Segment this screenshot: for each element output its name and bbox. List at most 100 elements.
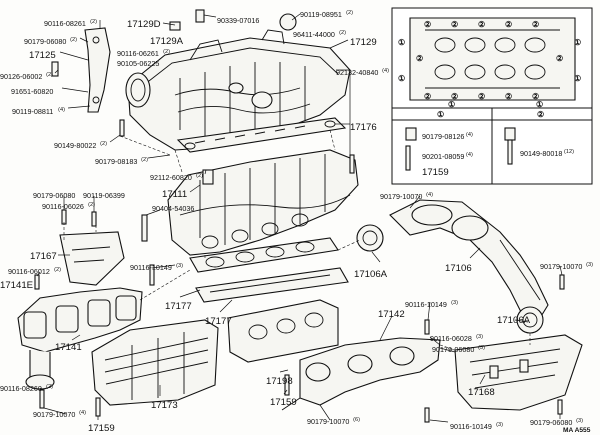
part-number-p90116-06026: 90116-06026 (42, 202, 84, 211)
part-number-p90179-06080a: 90179-06080 (24, 37, 66, 46)
part-number-p90179-10070c: 90179-10070 (33, 410, 75, 419)
part-number-p90119-06399: 90119-06399 (83, 191, 125, 200)
part-number-p90116-08260: 90116-08260 (0, 384, 42, 393)
part-number-p90179-06080c: 90179-06080 (432, 345, 474, 354)
part-number-p90149-80022: 90149-80022 (54, 141, 96, 150)
inset-marker-1-5: ① (536, 100, 543, 109)
part-number-p92132-40840: 92132-40840 (336, 68, 378, 77)
quantity-p90119-08951: (2) (346, 10, 353, 16)
part-number-p17198: 17198 (266, 376, 293, 387)
bracket-17125 (84, 27, 111, 113)
part-number-p17141: 17141 (55, 342, 82, 353)
part-number-p17177a: 17177 (165, 301, 192, 312)
inset-qty-right: (12) (564, 149, 574, 155)
part-number-p90404-54036: 90404-54036 (152, 204, 194, 213)
inset-qty-1: (4) (466, 152, 473, 158)
quantity-p90179-10070b: (3) (586, 262, 593, 268)
heat-shield-17168 (454, 334, 583, 411)
part-number-p17129A: 17129A (150, 36, 184, 47)
inset-marker-2-10: ② (416, 54, 423, 63)
quantity-p90116-06028: (3) (476, 334, 483, 340)
inset-marker-1-3: ① (574, 74, 581, 83)
intake-plenum-17129 (125, 29, 351, 151)
heat-insulator-17173 (91, 319, 219, 406)
inset-marker-2-5: ② (424, 92, 431, 101)
part-number-p17106A-a: 17106A (354, 269, 388, 280)
part-number-p17129D: 17129D (127, 19, 161, 30)
quantity-p90179-10070c: (4) (79, 410, 86, 416)
fasteners (34, 9, 565, 423)
quantity-p90179-08183: (2) (141, 157, 148, 163)
inset-part-2: 17159 (422, 167, 449, 178)
part-number-p17168: 17168 (468, 387, 495, 398)
diagram-code: MA A555 (563, 427, 591, 434)
part-number-p17176: 17176 (350, 122, 377, 133)
part-number-p17106: 17106 (445, 263, 472, 274)
inset-marker-2-0: ② (424, 20, 431, 29)
inset-marker-2-4: ② (532, 20, 539, 29)
quantity-p90179-10070d: (6) (353, 417, 360, 423)
part-number-p90116-10149b: 90116-10149 (405, 300, 447, 309)
quantity-p90116-06261: (2) (163, 49, 170, 55)
part-number-p90339-07016: 90339-07016 (217, 16, 259, 25)
inset-part-right: 90149-80018 (520, 149, 562, 158)
exhaust-pipe-17106 (356, 199, 549, 334)
quantity-p90179-10070a: (4) (426, 192, 433, 198)
part-number-p96411-44000: 96411-44000 (293, 30, 335, 39)
quantity-p90116-10149c: (3) (496, 422, 503, 428)
exhaust-manifold-17141 (17, 287, 143, 390)
part-number-p17159a: 17159 (270, 397, 297, 408)
part-number-p90116-06012: 90116-06012 (8, 267, 50, 276)
part-number-p90116-08261: 90116-08261 (44, 19, 86, 28)
quantity-p90126-06002: (2) (46, 72, 53, 78)
inset-qty-0: (4) (466, 132, 473, 138)
exhaust-gasket-17198 (227, 299, 339, 363)
inset-marker-1-1: ① (398, 74, 405, 83)
quantity-p90179-06080a: (2) (70, 37, 77, 43)
part-number-p90126-06002: 90126-06002 (0, 72, 42, 81)
quantity-p90116-06026: (2) (88, 202, 95, 208)
part-number-p17125: 17125 (29, 50, 56, 61)
inset-marker-2-6: ② (451, 92, 458, 101)
part-number-p90179-08183: 90179-08183 (95, 157, 137, 166)
part-number-p90179-10070a: 90179-10070 (380, 192, 422, 201)
part-number-p17106A-b: 17106A (497, 315, 531, 326)
intake-gasket-17177-lower (195, 267, 349, 303)
inset-marker-2-1: ② (451, 20, 458, 29)
part-number-p90119-08951: 90119-08951 (300, 10, 342, 19)
quantity-p90116-08260: (2) (46, 384, 53, 390)
inset-marker-1-4: ① (448, 100, 455, 109)
part-number-p90179-10070d: 90179-10070 (307, 417, 349, 426)
inset-marker-2-8: ② (505, 92, 512, 101)
part-number-p17129: 17129 (350, 37, 377, 48)
quantity-p90179-06080c: (3) (478, 345, 485, 351)
part-number-p17159b: 17159 (88, 423, 115, 434)
part-number-p92112-60820: 92112-60820 (150, 173, 192, 182)
part-number-p17173: 17173 (151, 400, 178, 411)
quantity-p90119-08811: (4) (58, 107, 65, 113)
quantity-p96411-44000: (2) (339, 30, 346, 36)
inset-marker-2-2: ② (478, 20, 485, 29)
part-number-p90116-10149a: 90116-10149 (130, 263, 172, 272)
exhaust-manifold-17142 (281, 337, 441, 411)
part-number-p90116-06028: 90116-06028 (430, 334, 472, 343)
quantity-p90116-08261: (2) (90, 19, 97, 25)
quantity-p90116-06012: (2) (54, 267, 61, 273)
part-number-p17111: 17111 (162, 189, 187, 200)
part-number-p90116-06261: 90116-06261 (117, 49, 159, 58)
inset-marker-2-9: ② (532, 92, 539, 101)
inset-part-0: 90179-08126 (422, 132, 464, 141)
inset-column-header-1: ① (437, 110, 444, 119)
part-number-p90179-06080b: 90179-06080 (33, 191, 75, 200)
inset-marker-2-3: ② (505, 20, 512, 29)
part-number-p17177b: 17177 (205, 316, 232, 327)
assembly-guide-lines (63, 129, 531, 351)
heat-shield-17167 (59, 231, 125, 286)
quantity-p92112-60820: (2) (196, 173, 203, 179)
inset-marker-2-11: ② (556, 54, 563, 63)
quantity-p90116-10149a: (3) (176, 263, 183, 269)
part-number-p90179-06080d: 90179-06080 (530, 418, 572, 427)
